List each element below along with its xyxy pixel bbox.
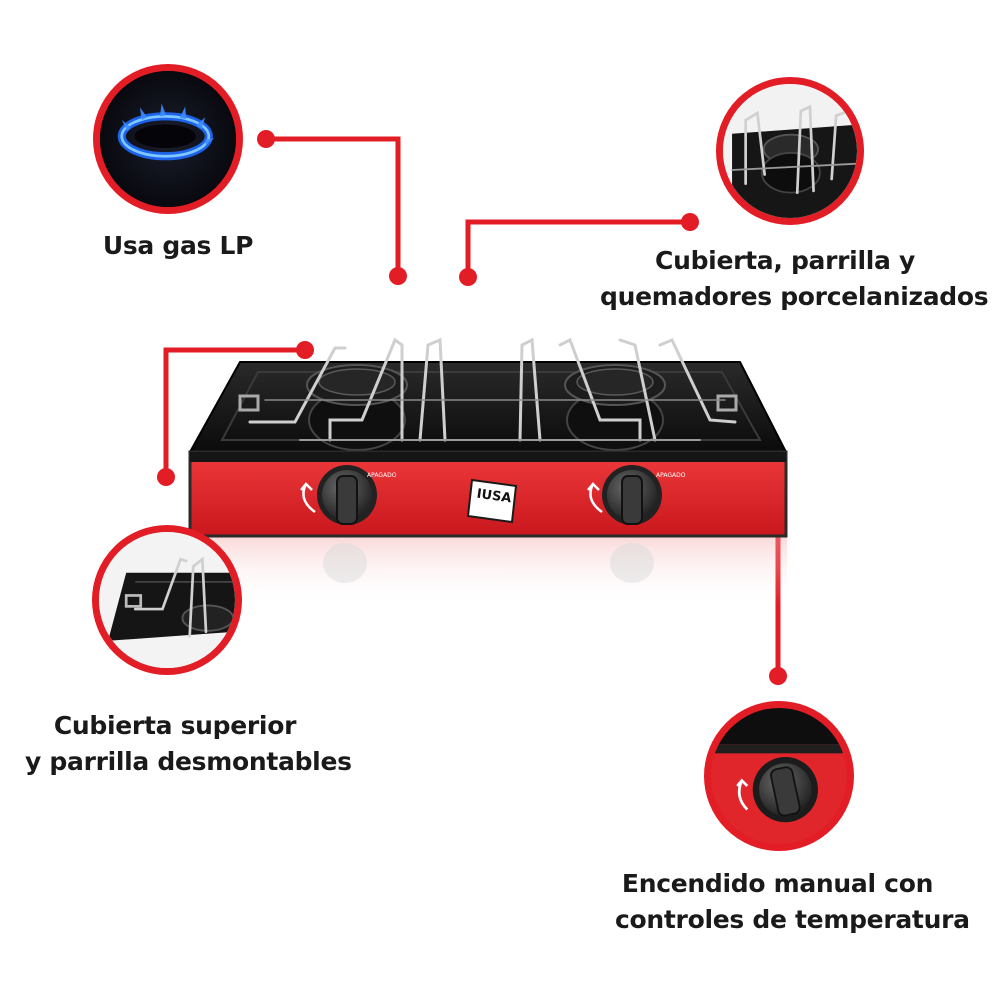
feature-label-ignition: Encendido manual con controles de temper…: [615, 866, 970, 939]
connector-removable: [163, 347, 305, 477]
callout-ignition: [704, 701, 854, 851]
callout-removable: [92, 525, 242, 675]
left-knob: [317, 465, 377, 525]
rotation-arrow-icon: [300, 482, 603, 514]
callout-porcelain: [716, 77, 864, 225]
feature-line: Encendido manual con: [621, 869, 934, 898]
feature-line: quemadores porcelanizados: [600, 282, 989, 312]
stove-reflection: [192, 530, 787, 605]
stove-grates: [248, 337, 737, 442]
control-knob-icon: [711, 708, 847, 844]
grate-burner-icon: [723, 84, 857, 218]
right-knob: [602, 465, 662, 525]
feature-line: Cubierta, parrilla y: [655, 246, 915, 275]
feature-label-porcelain: Cubierta, parrilla y quemadores porcelan…: [600, 243, 989, 316]
blue-flame-icon: [100, 71, 236, 207]
stove-top-plate: [188, 361, 788, 453]
feature-label-removable: Cubierta superior y parrilla desmontable…: [25, 708, 352, 781]
stove: [188, 337, 788, 538]
connector-gas: [266, 136, 401, 276]
removable-grate-icon: [99, 532, 235, 668]
feature-line: controles de temperatura: [615, 905, 970, 935]
feature-line: y parrilla desmontables: [25, 747, 352, 777]
feature-label-gas: Usa gas LP: [78, 228, 278, 264]
feature-line: Cubierta superior: [53, 711, 297, 740]
connector-dots: [157, 130, 787, 685]
left-burner: [306, 364, 408, 451]
connector-porcelain: [465, 219, 690, 277]
right-burner: [564, 364, 666, 451]
knob-label-left: APAGADO: [367, 472, 397, 479]
feature-line: Usa gas LP: [102, 231, 254, 260]
knob-label-right: APAGADO: [656, 472, 686, 479]
brand-logo: [466, 478, 518, 524]
callout-gas: [93, 64, 243, 214]
